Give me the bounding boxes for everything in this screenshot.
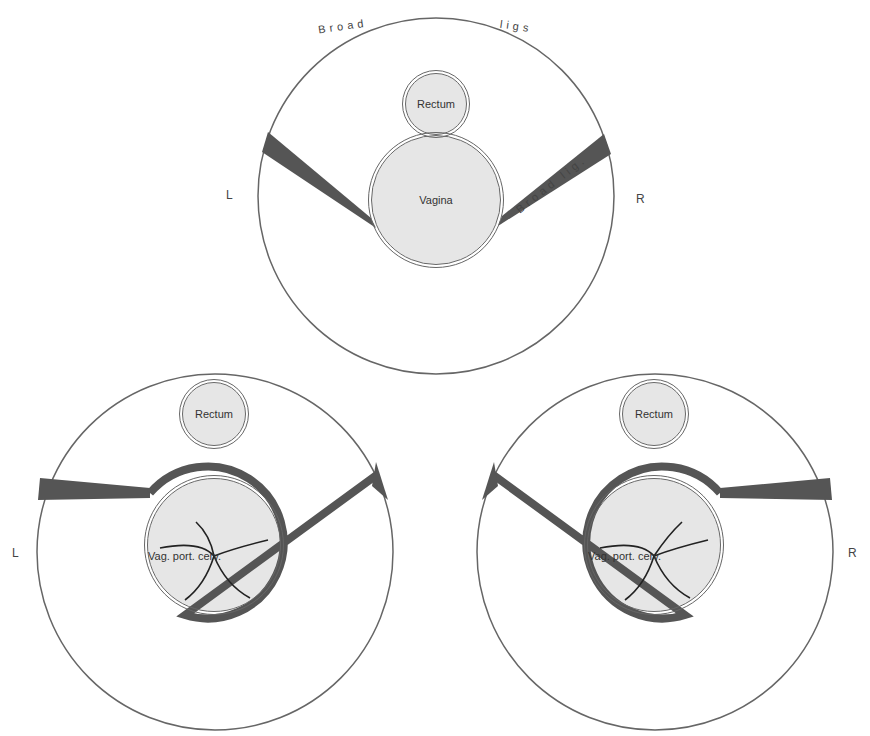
side-marker: R	[636, 192, 645, 206]
side-marker: L	[226, 188, 233, 202]
organ-circle: Vag. port. cerv.	[144, 475, 284, 615]
ligament-label: Broad	[317, 17, 368, 36]
organ-label: Vagina	[419, 194, 452, 206]
organ-circle: Rectum	[402, 70, 470, 138]
organ-circle: Vagina	[368, 132, 504, 268]
organ-label: Vag. port. cerv.	[588, 550, 661, 562]
organ-label: Rectum	[195, 408, 233, 420]
side-marker: L	[12, 546, 19, 560]
organ-circle: Vag. port. cerv.	[584, 475, 724, 615]
organ-circle: Rectum	[179, 379, 249, 449]
organ-label: Rectum	[417, 98, 455, 110]
organ-label: Vag. port. cerv.	[148, 550, 221, 562]
organ-circle: Rectum	[619, 379, 689, 449]
ligament-label: Broad lig.	[513, 153, 589, 216]
organ-label: Rectum	[635, 408, 673, 420]
side-marker: R	[848, 546, 857, 560]
